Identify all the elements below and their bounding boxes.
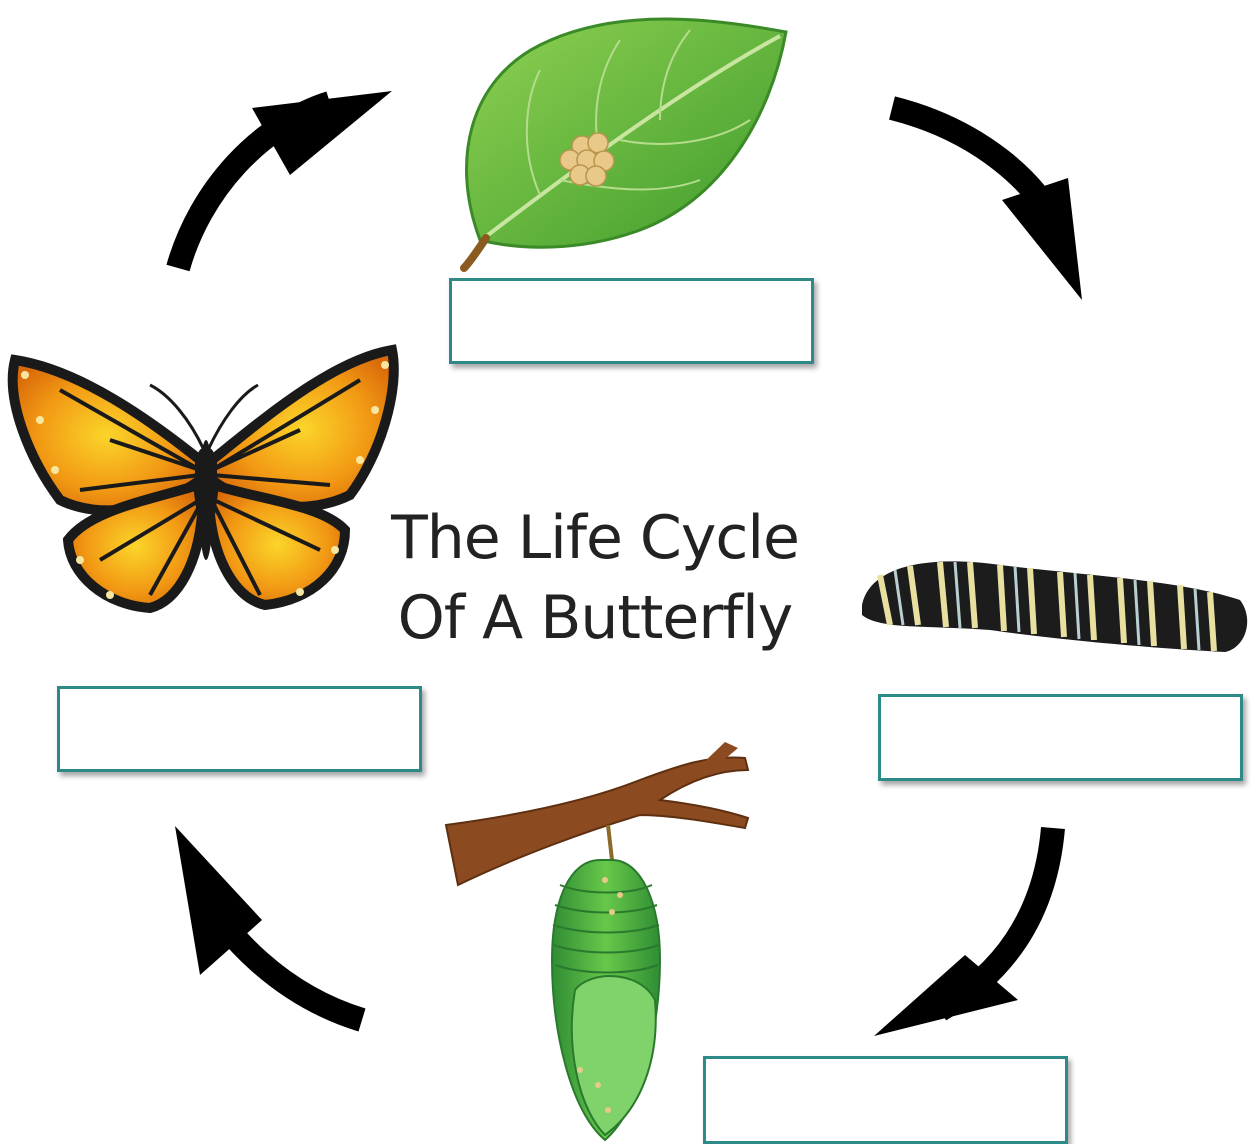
title-line-2: Of A Butterfly	[380, 578, 810, 658]
caterpillar-illustration	[862, 561, 1247, 652]
cycle-arrow-bottom-right	[874, 828, 1053, 1036]
chrysalis-stage-answer-box[interactable]	[703, 1056, 1068, 1144]
caterpillar-stage-answer-box[interactable]	[878, 694, 1243, 781]
leaf-with-eggs-illustration	[464, 19, 786, 268]
butterfly-illustration	[13, 350, 394, 608]
cycle-arrow-top-right	[892, 108, 1082, 300]
cycle-arrow-top-left	[178, 91, 392, 268]
cycle-arrow-bottom-left	[175, 826, 362, 1020]
title-line-1: The Life Cycle	[380, 498, 810, 578]
butterfly-stage-answer-box[interactable]	[57, 686, 422, 772]
diagram-title: The Life Cycle Of A Butterfly	[380, 498, 810, 658]
egg-stage-answer-box[interactable]	[449, 278, 814, 364]
